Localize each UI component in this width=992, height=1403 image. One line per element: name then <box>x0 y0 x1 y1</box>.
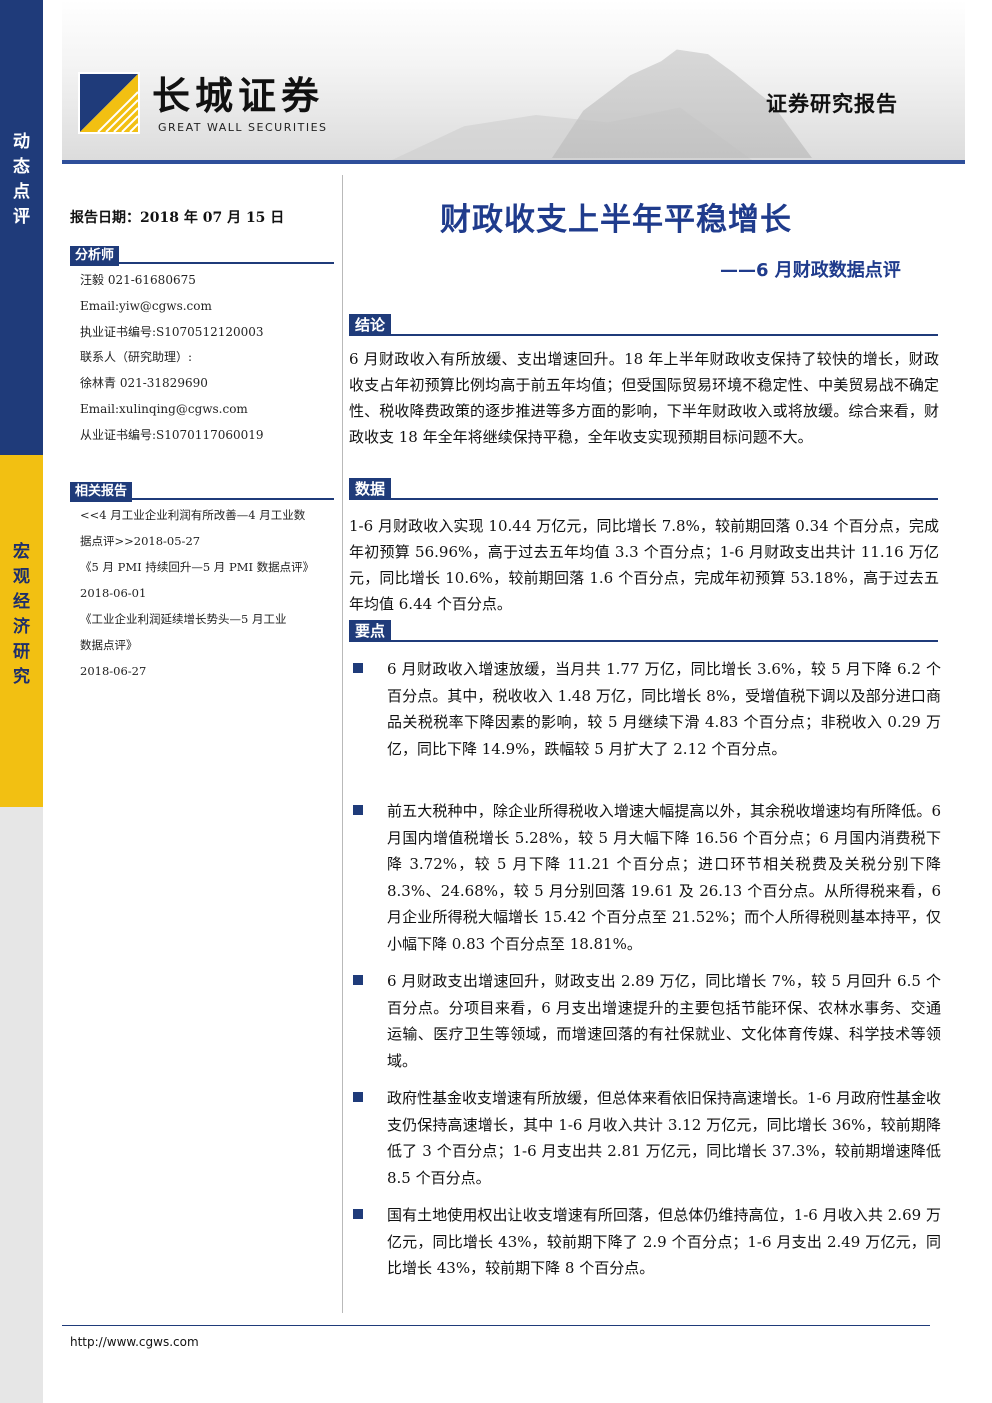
report-title: 财政收支上半年平稳增长 <box>440 202 792 238</box>
related-line[interactable]: 2018-06-27 <box>80 664 147 678</box>
analyst-info: 汪毅 021-61680675 Email:yiw@cgws.com 执业证书编… <box>80 268 264 449</box>
footer-divider <box>62 1325 930 1326</box>
related-line[interactable]: 《工业企业利润延续增长势头—5 月工业 <box>80 612 287 626</box>
sidebar-char: 究 <box>13 667 30 687</box>
related-line[interactable]: 2018-06-01 <box>80 586 147 600</box>
analyst-section-header: 分析师 <box>70 244 334 266</box>
related-heading: 相关报告 <box>70 482 133 502</box>
bullet-square-icon <box>353 975 363 985</box>
footer-website-link[interactable]: http://www.cgws.com <box>70 1335 199 1349</box>
key-point: 政府性基金收支增速有所放缓，但总体来看依旧保持高速增长。1-6 月政府性基金收支… <box>349 1085 941 1191</box>
sidebar-char: 观 <box>13 567 30 587</box>
data-label: 数据 <box>349 478 392 500</box>
related-line[interactable]: 《5 月 PMI 持续回升—5 月 PMI 数据点评》 <box>80 560 315 574</box>
report-date: 报告日期：2018 年 07 月 15 日 <box>70 210 285 226</box>
sidebar-char: 研 <box>13 642 30 662</box>
conclusion-header: 结论 <box>349 314 938 336</box>
sidebar-char: 点 <box>13 182 30 202</box>
related-line[interactable]: <<4 月工业企业利润有所改善—4 月工业数 <box>80 508 306 522</box>
conclusion-label: 结论 <box>349 314 392 336</box>
key-point-text: 6 月财政支出增速回升，财政支出 2.89 万亿，同比增长 7%，较 5 月回升… <box>387 972 941 1070</box>
conclusion-text: 6 月财政收入有所放缓、支出增速回升。18 年上半年财政收支保持了较快的增长，财… <box>349 350 939 446</box>
sidebar-category-bottom: 宏观经济研究 <box>0 540 43 690</box>
sidebar-char: 宏 <box>13 542 30 562</box>
bullet-square-icon <box>353 1209 363 1219</box>
key-point-text: 政府性基金收支增速有所放缓，但总体来看依旧保持高速增长。1-6 月政府性基金收支… <box>387 1089 941 1187</box>
key-point: 前五大税种中，除企业所得税收入增速大幅提高以外，其余税收增速均有所降低。6 月国… <box>349 798 941 957</box>
key-point: 6 月财政收入增速放缓，当月共 1.77 万亿，同比增长 3.6%，较 5 月下… <box>349 656 941 762</box>
sidebar-char: 济 <box>13 617 30 637</box>
header-divider <box>62 160 965 164</box>
report-subtitle: ——6 月财政数据点评 <box>720 260 901 281</box>
key-point-text: 前五大税种中，除企业所得税收入增速大幅提高以外，其余税收增速均有所降低。6 月国… <box>387 802 941 953</box>
data-header: 数据 <box>349 478 938 500</box>
related-reports: <<4 月工业企业利润有所改善—4 月工业数 据点评>>2018-05-27 《… <box>80 502 330 684</box>
bullet-square-icon <box>353 1092 363 1102</box>
analyst-heading: 分析师 <box>70 246 120 266</box>
analyst-line: 汪毅 021-61680675 <box>80 273 196 287</box>
related-line[interactable]: 据点评>>2018-05-27 <box>80 534 201 548</box>
analyst-line: 徐林青 021-31829690 <box>80 376 208 391</box>
key-point: 6 月财政支出增速回升，财政支出 2.89 万亿，同比增长 7%，较 5 月回升… <box>349 968 941 1074</box>
logo-english-name: GREAT WALL SECURITIES <box>158 121 328 134</box>
analyst-line: Email:xulinqing@cgws.com <box>80 401 248 416</box>
logo-chinese-name: 长城证券 <box>152 73 325 118</box>
page-header <box>62 0 965 160</box>
data-text: 1-6 月财政收入实现 10.44 万亿元，同比增长 7.8%，较前期回落 0.… <box>349 517 939 613</box>
sidebar-blue-block <box>0 0 43 455</box>
related-line[interactable]: 数据点评》 <box>80 638 138 652</box>
related-section-header: 相关报告 <box>70 480 334 502</box>
sidebar-char: 评 <box>13 207 30 227</box>
analyst-line: 从业证书编号:S1070117060019 <box>80 427 264 442</box>
report-type-label: 证券研究报告 <box>766 92 898 116</box>
great-wall-logo-icon <box>78 72 140 134</box>
points-header: 要点 <box>349 620 938 642</box>
sidebar-category-top: 动态点评 <box>0 130 43 230</box>
points-label: 要点 <box>349 620 392 642</box>
bullet-square-icon <box>353 663 363 673</box>
left-sidebar: 动态点评 宏观经济研究 <box>0 0 43 1403</box>
column-divider <box>342 175 343 1313</box>
sidebar-char: 经 <box>13 592 30 612</box>
analyst-line: 执业证书编号:S1070512120003 <box>80 324 264 339</box>
analyst-line: Email:yiw@cgws.com <box>80 298 212 313</box>
key-point-text: 国有土地使用权出让收支增速有所回落，但总体仍维持高位，1-6 月收入共 2.69… <box>387 1206 941 1277</box>
key-point-text: 6 月财政收入增速放缓，当月共 1.77 万亿，同比增长 3.6%，较 5 月下… <box>387 660 941 758</box>
analyst-line: 联系人（研究助理）: <box>80 350 193 365</box>
sidebar-yellow-block <box>0 455 43 807</box>
sidebar-char: 态 <box>13 157 30 177</box>
sidebar-char: 动 <box>13 132 30 152</box>
key-point: 国有土地使用权出让收支增速有所回落，但总体仍维持高位，1-6 月收入共 2.69… <box>349 1202 941 1282</box>
bullet-square-icon <box>353 805 363 815</box>
